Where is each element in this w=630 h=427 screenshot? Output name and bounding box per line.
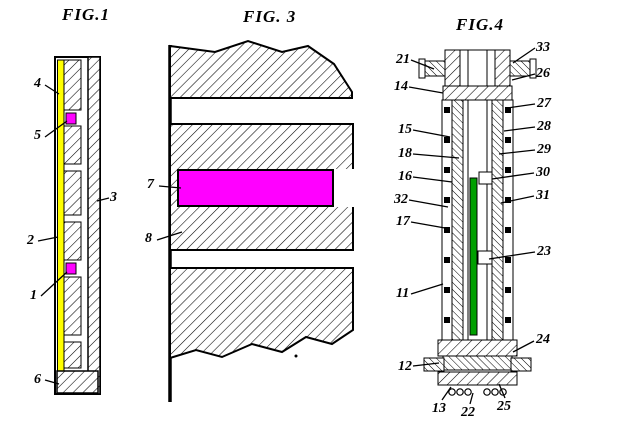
fig4-ref-16: 16 — [398, 169, 412, 184]
leader-lines — [37, 47, 536, 405]
fig4-label: FIG.4 — [456, 15, 504, 34]
fig3-label: FIG. 3 — [243, 7, 297, 26]
fig4-drawing — [418, 49, 537, 396]
fig4-liner-right — [491, 99, 504, 341]
fig4-ref-24: 24 — [536, 332, 550, 347]
fig4-ref-12: 12 — [398, 359, 412, 374]
fig1-yellow-layer — [57, 59, 65, 392]
fig1-drawing — [54, 56, 101, 395]
fig3-drawing — [168, 39, 354, 402]
fig4-ref-29: 29 — [537, 142, 551, 157]
fig4-ref-13: 13 — [432, 401, 446, 416]
fig1-right-wall — [87, 56, 101, 395]
fig3-upper-block — [169, 39, 353, 99]
fig4-ref-28: 28 — [537, 119, 551, 134]
fig1-ref-6: 6 — [34, 372, 41, 387]
fig4-ref-17: 17 — [396, 214, 410, 229]
fig3-lower-block — [169, 267, 354, 360]
fig3-ref-7: 7 — [147, 177, 154, 192]
stray-dot — [294, 354, 298, 358]
fig4-ref-21: 21 — [396, 52, 410, 67]
fig4-ref-15: 15 — [398, 122, 412, 137]
fig4-ref-33: 33 — [536, 40, 550, 55]
fig4-ref-18: 18 — [398, 146, 412, 161]
fig4-bottom-bolt-right — [510, 357, 532, 372]
fig1-ref-4: 4 — [34, 76, 41, 91]
fig4-outer-wall-right — [502, 99, 514, 341]
fig4-top-bolt-right — [509, 60, 532, 77]
fig1-magenta-block-upper — [65, 112, 77, 125]
fig1-ref-2: 2 — [27, 233, 34, 248]
fig4-seals-right — [505, 107, 511, 323]
fig4-ref-14: 14 — [394, 79, 408, 94]
fig4-ref-31: 31 — [536, 188, 550, 203]
fig4-ref-26: 26 — [536, 66, 550, 81]
fig1-foot — [56, 370, 99, 394]
fig4-top-bolt-left — [423, 60, 446, 77]
fig4-ref-32: 32 — [394, 192, 408, 207]
fig1-ref-1: 1 — [30, 288, 37, 303]
fig4-bolt-holes — [448, 388, 507, 396]
fig4-seals-left — [444, 107, 450, 323]
fig4-liner-left — [451, 99, 464, 341]
fig3-magenta-bar — [177, 169, 334, 207]
fig1-label: FIG.1 — [62, 5, 110, 24]
fig3-ref-8: 8 — [145, 231, 152, 246]
fig4-ref-25: 25 — [497, 399, 511, 414]
fig1-ref-5: 5 — [34, 128, 41, 143]
fig4-ref-22: 22 — [461, 405, 475, 420]
fig4-ref-30: 30 — [536, 165, 550, 180]
fig4-window-lower — [477, 250, 493, 265]
fig4-ref-27: 27 — [537, 96, 551, 111]
fig4-ref-23: 23 — [537, 244, 551, 259]
fig1-magenta-block-lower — [65, 262, 77, 275]
fig1-ref-3: 3 — [110, 190, 117, 205]
fig4-green-strip — [469, 177, 478, 336]
fig4-window-upper — [478, 171, 493, 185]
fig4-ref-11: 11 — [396, 286, 410, 301]
